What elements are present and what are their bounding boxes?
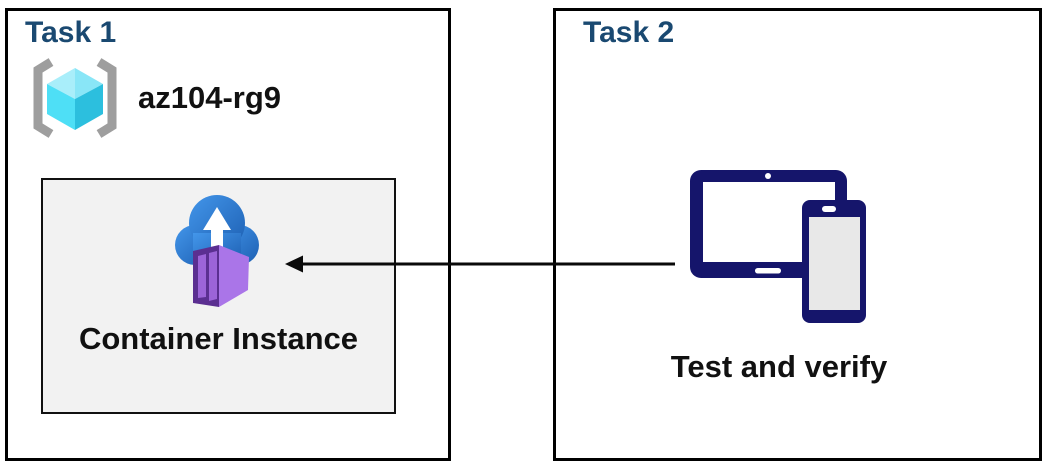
task1-box: Task 1 az104-rg9 bbox=[5, 8, 451, 461]
container-instance-label: Container Instance bbox=[78, 321, 359, 356]
resource-group-icon bbox=[33, 58, 117, 138]
cube-face-bottom-left bbox=[47, 84, 75, 130]
resource-group-row: az104-rg9 bbox=[28, 58, 281, 138]
task2-box: Task 2 Test and verify bbox=[553, 8, 1042, 461]
container-instance-box: Container Instance bbox=[41, 178, 396, 414]
resource-group-label: az104-rg9 bbox=[138, 80, 282, 115]
container-instance-icon bbox=[174, 195, 259, 307]
phone-speaker bbox=[822, 206, 836, 212]
cube-face-bottom-right bbox=[75, 84, 103, 130]
task1-title: Task 1 bbox=[25, 16, 117, 49]
test-verify-label: Test and verify bbox=[670, 349, 888, 384]
cube-face-top-right bbox=[75, 68, 103, 99]
arrow-left-icon bbox=[285, 255, 675, 273]
tablet-and-phone-icon bbox=[690, 170, 866, 323]
task2-title: Task 2 bbox=[583, 16, 675, 49]
tablet-home-button bbox=[755, 268, 781, 274]
tablet-camera-dot bbox=[765, 173, 771, 179]
phone-shape bbox=[802, 200, 866, 323]
container-box bbox=[192, 245, 249, 307]
bracket-right bbox=[96, 58, 117, 138]
bracket-left bbox=[33, 58, 54, 138]
cube-face-top-left bbox=[47, 68, 75, 99]
